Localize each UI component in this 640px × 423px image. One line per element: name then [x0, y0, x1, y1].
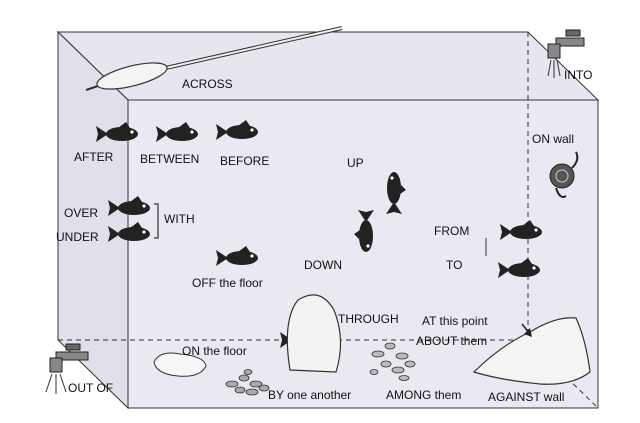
label-under: UNDER [56, 230, 99, 244]
wall-rock-icon [472, 317, 591, 385]
label-on-floor: ON the floor [182, 344, 247, 358]
with-bracket [154, 203, 159, 239]
label-through: THROUGH [338, 312, 399, 326]
label-across: ACROSS [182, 77, 233, 91]
faucet-top-icon [547, 29, 585, 78]
arch-icon [286, 294, 342, 373]
label-on-wall: ON wall [532, 132, 575, 146]
label-among-them: AMONG them [386, 388, 462, 402]
plants-icon [369, 342, 416, 381]
label-with: WITH [164, 212, 195, 226]
label-over: OVER [64, 206, 99, 220]
label-off-floor: OFF the floor [192, 276, 263, 290]
label-between: BETWEEN [140, 152, 200, 166]
snail-icon [549, 151, 579, 198]
label-from: FROM [434, 224, 470, 238]
net-pole-icon [85, 26, 343, 91]
pebbles-icon [225, 369, 270, 396]
label-down: DOWN [304, 258, 342, 272]
label-before: BEFORE [220, 154, 270, 168]
label-to: TO [446, 258, 463, 272]
label-by-one-another: BY one another [268, 388, 352, 402]
label-up: UP [347, 156, 364, 170]
label-out-of: OUT OF [68, 381, 114, 395]
label-at-this-point: AT this point [422, 314, 488, 328]
label-against-wall: AGAINST wall [488, 390, 565, 404]
label-after: AFTER [74, 150, 114, 164]
faucet-bottom-icon [45, 343, 89, 394]
floor-rock-icon [153, 352, 207, 377]
label-about-them: ABOUT them [416, 334, 488, 348]
label-into: INTO [564, 68, 593, 82]
at-point-arrow-icon [521, 323, 532, 337]
